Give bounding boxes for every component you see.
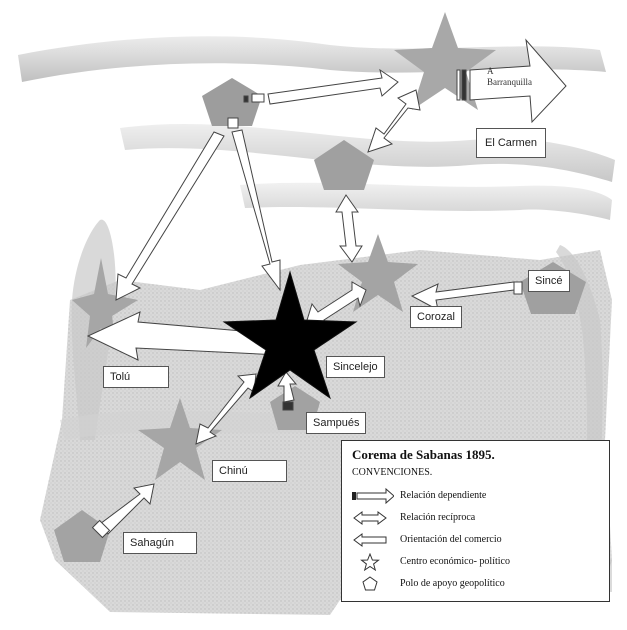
relief-band-3 — [240, 182, 612, 220]
place-label-corozal: Corozal — [410, 306, 462, 328]
legend-item-label: Orientación del comercio — [400, 534, 502, 545]
place-label-since: Sincé — [528, 270, 570, 292]
dependent-arrow-icon — [352, 487, 394, 505]
arrow-sahagun-to-chinu — [99, 483, 155, 535]
arrow-sampues-to-sincelejo — [277, 371, 298, 403]
sincelejo-star — [222, 270, 358, 400]
barranquilla-name: Barranquilla — [487, 77, 532, 87]
place-label-el-carmen: El Carmen — [476, 128, 546, 158]
arrow-since-tail — [513, 281, 523, 295]
arrow-sampues-tail — [282, 401, 294, 411]
node-barranquilla-star — [394, 12, 496, 110]
relations — [86, 38, 567, 539]
node-carmen-pentagon — [314, 140, 374, 190]
legend-item-center: Centro económico- político — [350, 553, 602, 571]
place-label-sincelejo: Sincelejo — [326, 356, 385, 378]
arrow-north-tail — [251, 93, 265, 103]
arrow-carmen-corozal — [335, 194, 363, 263]
legend-item-label: Centro económico- político — [400, 556, 510, 567]
arrow-north-to-tolu — [115, 131, 225, 301]
place-label-sampues: Sampués — [306, 412, 367, 434]
legend-item-label: Polo de apoyo geopolítico — [400, 578, 505, 589]
arrow-barranquilla-tail-2 — [456, 69, 461, 101]
node-chinu-star — [138, 398, 222, 480]
legend-item-label: Relación dependiente — [400, 490, 487, 501]
legend-item-reciprocal: Relación recíproca — [350, 509, 602, 527]
legend-subtitle: CONVENCIONES. — [352, 467, 433, 478]
place-label-tolu: Tolú — [103, 366, 170, 388]
arrow-barranquilla-tail-1 — [461, 69, 467, 101]
node-north-pentagon — [202, 78, 262, 126]
arrow-north-sincelejo-tail — [227, 117, 239, 129]
arrow-north-to-barranquilla — [267, 68, 399, 105]
node-sahagun-pentagon — [54, 510, 110, 562]
arrow-barranquilla-carmen — [367, 89, 421, 153]
trade-arrow-icon — [353, 533, 387, 547]
legend-item-dependent: Relación dependiente — [350, 487, 602, 505]
star-icon — [360, 553, 380, 571]
legend-item-trade: Orientación del comercio — [350, 531, 602, 549]
legend-item-label: Relación recíproca — [400, 512, 476, 523]
arrow-north-tail-dark — [243, 95, 249, 103]
arrow-barranquilla — [469, 38, 567, 124]
legend: Corema de Sabanas 1895. CONVENCIONES. Re… — [341, 440, 610, 602]
arrow-sahagun-tail — [91, 519, 111, 539]
place-label-sahagun: Sahagún — [123, 532, 198, 554]
arrow-since-to-corozal — [410, 281, 515, 311]
barranquilla-label: A Barranquilla — [487, 66, 532, 88]
arrow-north-to-sincelejo — [231, 129, 281, 292]
place-label-chinu: Chinú — [212, 460, 287, 482]
node-corozal-star — [338, 234, 418, 312]
barranquilla-prefix: A — [487, 66, 494, 76]
legend-title: Corema de Sabanas 1895. — [352, 447, 495, 462]
double-arrow-icon — [353, 511, 387, 525]
arrow-sincelejo-chinu — [195, 373, 257, 445]
pentagon-icon — [362, 576, 378, 591]
legend-item-pole: Polo de apoyo geopolítico — [350, 575, 602, 593]
node-tolu-star — [72, 258, 138, 348]
